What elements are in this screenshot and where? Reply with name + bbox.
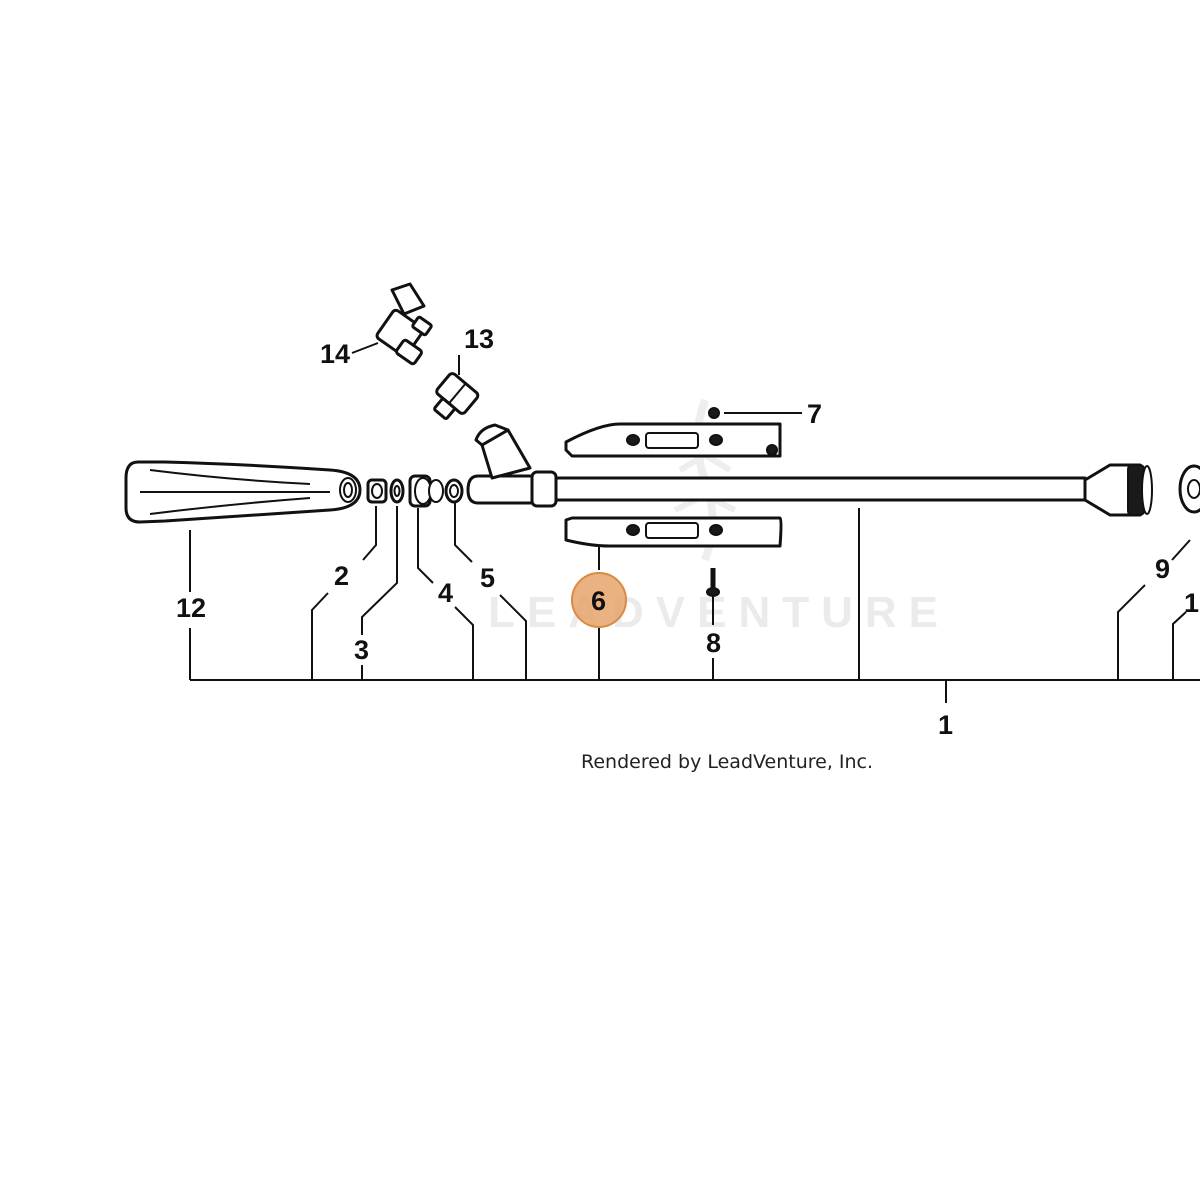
callout-8: 8: [706, 628, 721, 658]
leader-lines: [189, 342, 1200, 703]
callout-7: 7: [807, 399, 822, 429]
callout-4: 4: [438, 578, 453, 608]
callout-2: 2: [334, 561, 349, 591]
callout-1: 1: [938, 710, 953, 740]
render-credit: Rendered by LeadVenture, Inc.: [581, 751, 873, 773]
part-6-guard-lower: [564, 516, 783, 548]
part-5-o-ring: [444, 478, 464, 504]
part-9-ring: [1178, 464, 1200, 514]
callout-12: 12: [176, 593, 206, 623]
part-4-fitting: [408, 474, 444, 508]
part-13-adapter: [433, 372, 480, 420]
callout-10: 10: [1184, 588, 1200, 618]
part-8-pin: [706, 568, 720, 597]
part-14-valve: [375, 282, 433, 366]
callout-13: 13: [464, 324, 494, 354]
part-2-nut: [366, 478, 388, 504]
callouts: 12 2 3 4 5 6 7 8 1 9 10 13 14: [176, 324, 1200, 740]
part-7-ball: [708, 407, 720, 419]
callout-9: 9: [1155, 554, 1170, 584]
part-1-wand-tube: [466, 423, 1153, 517]
part-3-washer: [389, 478, 405, 504]
callout-6-highlight: [571, 572, 627, 628]
part-6-guard-upper: [564, 422, 782, 458]
callout-5: 5: [480, 563, 495, 593]
callout-10-clip: 10: [1184, 588, 1200, 618]
callout-3: 3: [354, 635, 369, 665]
part-12-handle-grip: [124, 460, 362, 524]
callout-14: 14: [320, 339, 350, 369]
callout-6: 6: [591, 586, 606, 616]
